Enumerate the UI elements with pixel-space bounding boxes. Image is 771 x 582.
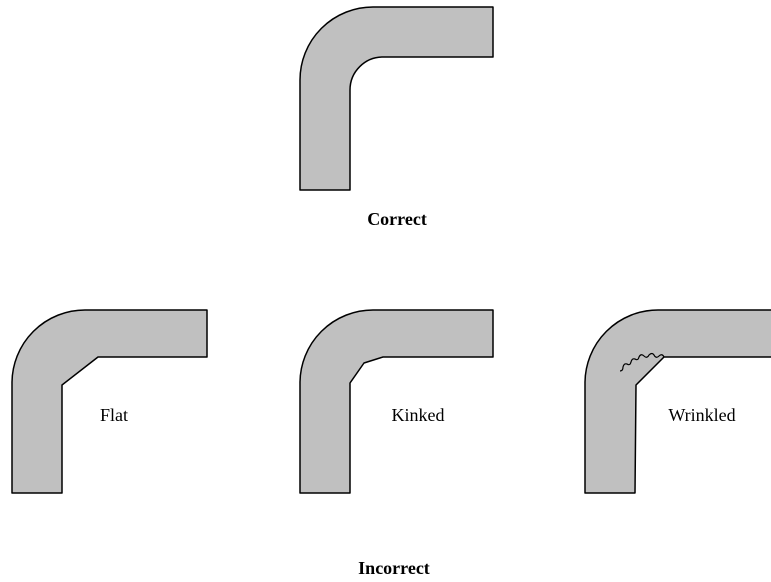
wrinkle-line [619,352,665,372]
flat-bend-shape [11,309,208,494]
flat-label: Flat [100,405,128,425]
wrinkled-bend-shape [584,309,771,494]
kinked-label: Kinked [392,405,445,425]
kinked-bend-shape [299,309,494,494]
correct-bend-shape [299,6,494,191]
correct-label: Correct [367,209,427,229]
incorrect-label: Incorrect [358,558,430,578]
wrinkled-label: Wrinkled [668,405,735,425]
